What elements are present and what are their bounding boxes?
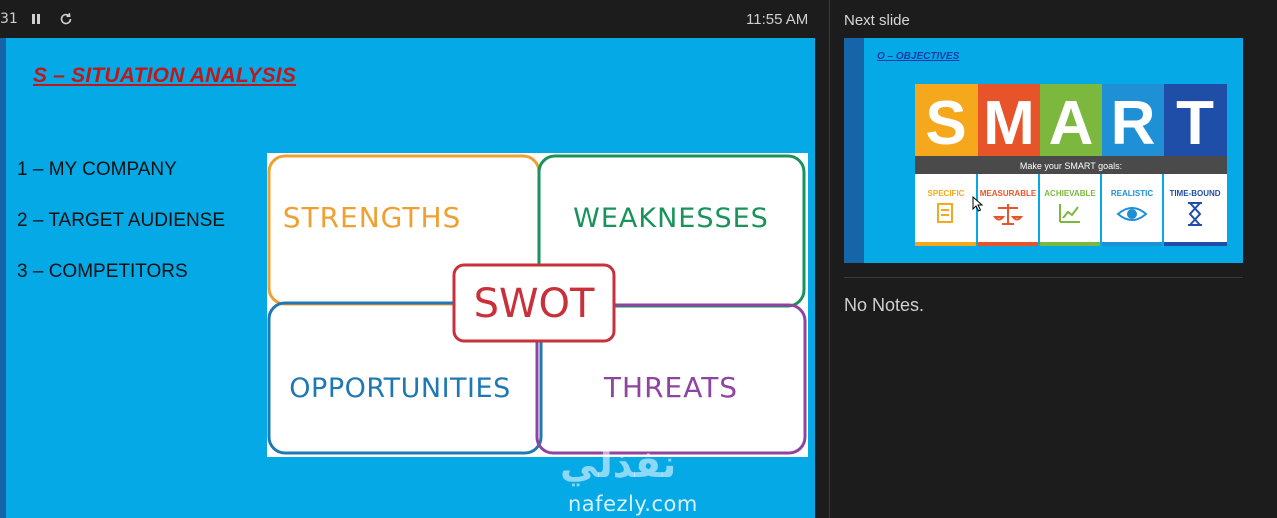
- swot-center-box: [452, 263, 616, 343]
- agenda-item: 3 – COMPETITORS: [17, 261, 188, 282]
- document-icon: [937, 203, 953, 223]
- opportunities-label: OPPORTUNITIES: [289, 373, 510, 404]
- threats-label: THREATS: [603, 371, 738, 404]
- smart-graphic: S M A R T Make your SMART goals: SPECIFI…: [915, 84, 1227, 246]
- agenda-list: 1 – MY COMPANY 2 – TARGET AUDIENSE 3 – C…: [17, 159, 225, 312]
- mouse-cursor-icon: [972, 196, 984, 212]
- thumb-title: O – OBJECTIVES: [877, 51, 960, 62]
- threats-box: [535, 303, 807, 455]
- next-slide-label: Next slide: [844, 12, 910, 29]
- criteria-specific: SPECIFIC: [928, 189, 965, 198]
- smart-letter-a: A: [1049, 89, 1094, 158]
- hourglass-icon: [1188, 202, 1202, 226]
- weaknesses-label: WEAKNESSES: [573, 203, 769, 234]
- agenda-item: 2 – TARGET AUDIENSE: [17, 210, 226, 231]
- criteria-achievable: ACHIEVABLE: [1044, 189, 1096, 198]
- strengths-label: STRENGTHS: [283, 201, 462, 234]
- smart-tile-s: [915, 84, 978, 156]
- watermark-latin: nafezly.com: [568, 492, 698, 516]
- smart-tile-r: [1102, 84, 1164, 156]
- panel-divider: [829, 0, 830, 518]
- watermark: نفذلي nafezly.com: [556, 442, 726, 518]
- opportunities-box: [267, 301, 543, 455]
- speaker-notes: No Notes.: [844, 295, 925, 315]
- scale-icon: [992, 204, 1024, 225]
- agenda-item: 1 – MY COMPANY: [17, 159, 177, 180]
- smart-letter-r: R: [1111, 89, 1156, 158]
- pause-icon[interactable]: [27, 10, 45, 28]
- smart-letter-m: M: [983, 89, 1035, 158]
- smart-tile-a: [1040, 84, 1102, 156]
- swot-diagram: STRENGTHS WEAKNESSES OPPORTUNITIES THREA…: [267, 153, 808, 457]
- criteria-realistic: REALISTIC: [1111, 189, 1153, 198]
- reset-icon[interactable]: [57, 10, 75, 28]
- smart-letter-s: S: [925, 89, 966, 158]
- current-slide[interactable]: S – SITUATION ANALYSIS 1 – MY COMPANY 2 …: [0, 38, 815, 518]
- swot-center-label: SWOT: [474, 281, 595, 327]
- swot-graphic: STRENGTHS WEAKNESSES OPPORTUNITIES THREA…: [267, 154, 807, 455]
- thumb-edge-bar: [844, 38, 864, 263]
- panel-separator: [844, 277, 1243, 278]
- presenter-toolbar: 31 11:55 AM: [0, 0, 828, 38]
- elapsed-timer: 31: [0, 11, 18, 27]
- smart-banner: [915, 156, 1227, 174]
- smart-letter-t: T: [1176, 89, 1214, 158]
- criteria-card: [1040, 174, 1100, 246]
- watermark-arabic: نفذلي: [560, 442, 677, 486]
- chart-icon: [1059, 204, 1080, 223]
- eye-icon: [1116, 207, 1148, 221]
- smart-tile-m: [978, 84, 1040, 156]
- criteria-measurable: MEASURABLE: [980, 189, 1037, 198]
- slide-edge-bar: [0, 38, 6, 518]
- clock: 11:55 AM: [746, 11, 809, 28]
- slide-title: S – SITUATION ANALYSIS: [33, 64, 297, 87]
- smart-tile-t: [1164, 84, 1227, 156]
- next-slide-thumbnail[interactable]: O – OBJECTIVES S M A R T Make your SMART…: [844, 38, 1243, 263]
- smart-banner-text: Make your SMART goals:: [1020, 161, 1122, 171]
- criteria-time-bound: TIME-BOUND: [1169, 189, 1220, 198]
